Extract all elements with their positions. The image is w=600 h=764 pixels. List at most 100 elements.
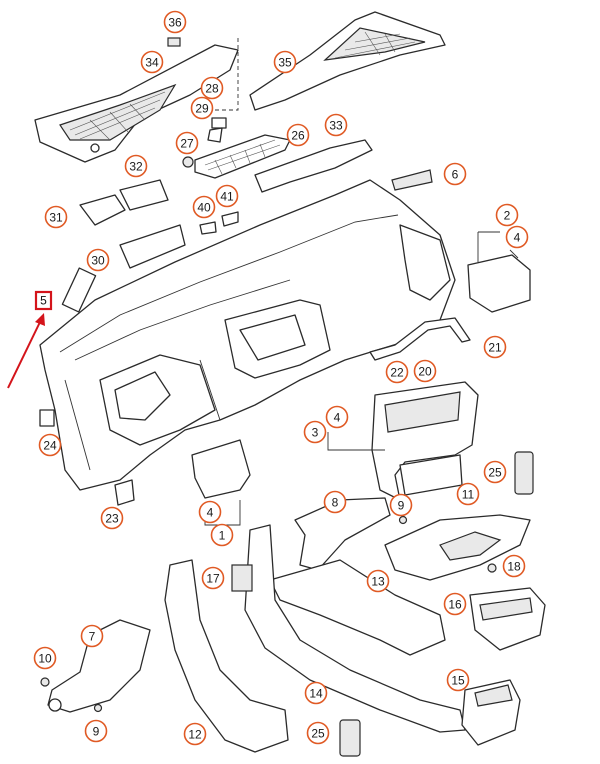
callout-number: 6 xyxy=(452,168,459,182)
callout-number: 27 xyxy=(180,137,194,151)
callout-number: 1 xyxy=(219,529,226,543)
callout-number: 25 xyxy=(488,466,502,480)
callout-number: 26 xyxy=(291,129,305,143)
callout-c28: 28 xyxy=(200,76,224,100)
callout-c10: 10 xyxy=(33,646,57,670)
callout-c40: 40 xyxy=(192,195,216,219)
callout-c9a: 9 xyxy=(389,493,413,517)
callout-number: 29 xyxy=(195,102,209,116)
side-air-vent xyxy=(467,254,531,313)
top-trim-strip xyxy=(254,139,373,193)
callout-c14: 14 xyxy=(304,681,328,705)
callout-number: 4 xyxy=(207,506,214,520)
callout-number: 30 xyxy=(91,254,105,268)
callout-c17: 17 xyxy=(201,566,225,590)
callout-number: 36 xyxy=(168,16,182,30)
vent-grille-6 xyxy=(391,169,433,191)
callout-number: 21 xyxy=(488,341,502,355)
callout-number: 23 xyxy=(105,512,119,526)
callout-number: 31 xyxy=(49,211,63,225)
callout-c41: 41 xyxy=(215,184,239,208)
callout-number: 20 xyxy=(418,365,432,379)
callout-c18: 18 xyxy=(502,554,526,578)
bracket-8 xyxy=(294,497,391,571)
callout-number: 14 xyxy=(309,687,323,701)
air-duct-hose xyxy=(369,317,471,361)
callout-c35: 35 xyxy=(273,50,297,74)
clip-icon xyxy=(167,37,181,47)
callout-number: 9 xyxy=(93,725,100,739)
highlight-label: 5 xyxy=(40,294,47,308)
callout-c8: 8 xyxy=(323,490,347,514)
callout-number: 33 xyxy=(329,119,343,133)
center-panel xyxy=(327,381,479,501)
callout-number: 3 xyxy=(312,426,319,440)
callout-c4b: 4 xyxy=(325,405,349,429)
dashboard-body xyxy=(39,179,456,491)
callout-c34: 34 xyxy=(140,50,164,74)
callout-c2: 2 xyxy=(495,203,519,227)
callout-number: 8 xyxy=(332,496,339,510)
callout-c6: 6 xyxy=(443,162,467,186)
callout-number: 2 xyxy=(504,209,511,223)
callout-c23: 23 xyxy=(100,506,124,530)
callout-number: 17 xyxy=(206,572,220,586)
callout-number: 13 xyxy=(371,575,385,589)
callout-number: 35 xyxy=(278,56,292,70)
callout-c21: 21 xyxy=(483,335,507,359)
callout-number: 15 xyxy=(451,674,465,688)
callout-number: 40 xyxy=(197,201,211,215)
callout-number: 24 xyxy=(43,439,57,453)
callout-c30: 30 xyxy=(86,248,110,272)
callout-c11: 11 xyxy=(456,482,480,506)
callout-c29: 29 xyxy=(190,96,214,120)
callout-c12: 12 xyxy=(183,722,207,746)
callout-number: 9 xyxy=(398,499,405,513)
callout-number: 32 xyxy=(129,160,143,174)
lower-air-vent xyxy=(191,439,251,499)
callout-c4c: 4 xyxy=(198,500,222,524)
callout-c31: 31 xyxy=(44,205,68,229)
side-duct-12 xyxy=(164,559,289,753)
callout-c33: 33 xyxy=(324,113,348,137)
callout-c15: 15 xyxy=(446,668,470,692)
callout-number: 12 xyxy=(188,728,202,742)
callout-c9b: 9 xyxy=(84,719,108,743)
callout-c7: 7 xyxy=(80,624,104,648)
callout-number: 7 xyxy=(89,630,96,644)
callout-number: 34 xyxy=(145,56,159,70)
sensor-parts xyxy=(182,117,227,168)
callout-c24: 24 xyxy=(38,433,62,457)
callout-c4a: 4 xyxy=(505,225,529,249)
callout-number: 41 xyxy=(220,190,234,204)
highlight-marker: 5 xyxy=(7,290,53,389)
callout-c3: 3 xyxy=(303,420,327,444)
callout-number: 18 xyxy=(507,560,521,574)
center-vents-upper xyxy=(79,179,186,269)
callout-c20: 20 xyxy=(413,359,437,383)
callout-number: 28 xyxy=(205,82,219,96)
callout-c1: 1 xyxy=(210,523,234,547)
callout-number: 16 xyxy=(448,598,462,612)
rear-vent-16 xyxy=(469,587,546,651)
callout-c25a: 25 xyxy=(483,460,507,484)
duct-7 xyxy=(47,619,151,713)
callout-number: 4 xyxy=(514,231,521,245)
callout-c22: 22 xyxy=(385,360,409,384)
cowl-cover-right xyxy=(249,11,446,111)
callout-number: 22 xyxy=(390,366,404,380)
callout-number: 11 xyxy=(462,488,475,502)
cowl-cover-left xyxy=(34,44,239,163)
defroster-vent xyxy=(194,134,291,179)
callout-c27: 27 xyxy=(175,131,199,155)
callout-c36: 36 xyxy=(163,10,187,34)
callout-c32: 32 xyxy=(124,154,148,178)
callout-number: 4 xyxy=(334,411,341,425)
callout-c13: 13 xyxy=(366,569,390,593)
callout-number: 10 xyxy=(38,652,52,666)
callout-c16: 16 xyxy=(443,592,467,616)
callout-number: 25 xyxy=(311,727,325,741)
callout-c26: 26 xyxy=(286,123,310,147)
